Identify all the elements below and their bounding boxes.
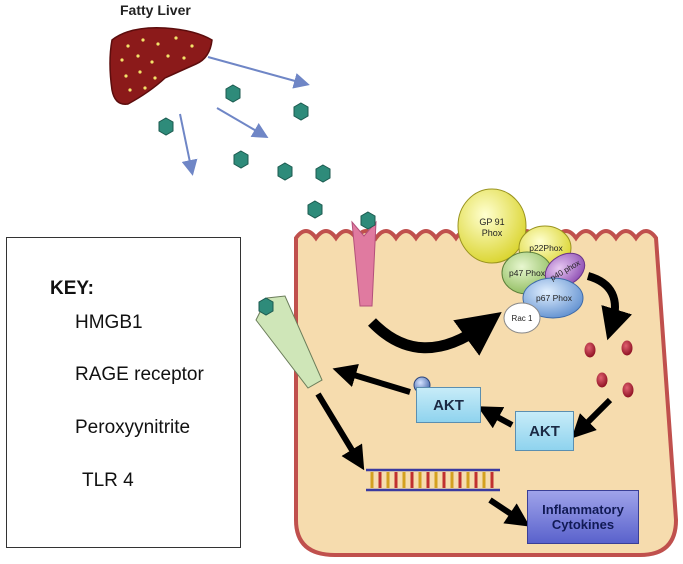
key-label-rage: RAGE receptor bbox=[75, 364, 204, 385]
rage-receptor-icon bbox=[351, 220, 377, 307]
peroxynitrite-icon bbox=[596, 372, 608, 388]
p67-label: p67 Phox bbox=[536, 293, 573, 303]
akt-box-right: AKT bbox=[515, 411, 574, 451]
key-heading: KEY: bbox=[50, 278, 94, 299]
key-label-peroxynitrite: Peroxyynitrite bbox=[75, 417, 191, 438]
akt-to-akt-arrow bbox=[477, 406, 514, 429]
gp91-label-line2: Phox bbox=[482, 228, 503, 238]
peroxynitrite-icon bbox=[621, 340, 633, 356]
nadph-to-peroxynitrite-arrow bbox=[586, 272, 632, 341]
hmgb1-hexagon-icon bbox=[360, 211, 376, 230]
nadph-oxidase-complex: GP 91 Phox p22Phox p47 Phox p40 phox p67… bbox=[457, 188, 586, 334]
hmgb1-hexagon-icon bbox=[225, 84, 241, 103]
peroxynitrite-icon bbox=[622, 382, 634, 398]
gp91-phox bbox=[457, 188, 527, 264]
rac1-label: Rac 1 bbox=[512, 314, 533, 323]
release-arrow-2 bbox=[216, 107, 269, 139]
dna-to-cytokines-arrow bbox=[488, 497, 530, 527]
peroxynitrite-to-akt-arrow bbox=[571, 397, 613, 439]
p47-label: p47 Phox bbox=[509, 268, 546, 278]
tlr4-to-dna-arrow bbox=[315, 392, 365, 471]
akt-to-tlr4-arrow bbox=[332, 363, 411, 395]
p67-phox bbox=[522, 277, 584, 319]
akt-box-left: AKT bbox=[416, 387, 481, 423]
cytokines-line2: Cytokines bbox=[551, 517, 615, 532]
hmgb1-hexagon-icon bbox=[315, 164, 331, 183]
key-label-hmgb1: HMGB1 bbox=[75, 312, 143, 333]
fatty-liver-icon bbox=[109, 27, 213, 105]
hmgb1-hexagon-icon bbox=[258, 297, 274, 316]
release-arrow-1 bbox=[207, 56, 310, 89]
gp91-label-line1: GP 91 bbox=[479, 217, 504, 227]
hmgb1-hexagon-icon bbox=[233, 150, 249, 169]
key-label-tlr4: TLR 4 bbox=[82, 470, 134, 491]
rac1 bbox=[503, 302, 541, 334]
key-legend bbox=[6, 237, 241, 548]
hmgb1-hexagon-icon bbox=[158, 117, 174, 136]
hmgb1-hexagon-icon bbox=[307, 200, 323, 219]
inflammatory-cytokines-box: Inflammatory Cytokines bbox=[527, 490, 639, 544]
page-title: Fatty Liver bbox=[120, 2, 191, 18]
peroxynitrite-icon bbox=[584, 342, 596, 358]
rage-to-nadph-arrow bbox=[368, 311, 502, 356]
hmgb1-hexagon-icon bbox=[277, 162, 293, 181]
release-arrow-3 bbox=[179, 113, 198, 176]
cytokines-line1: Inflammatory bbox=[542, 502, 624, 517]
p22-label: p22Phox bbox=[529, 243, 563, 253]
hmgb1-hexagon-icon bbox=[293, 102, 309, 121]
dna-strand-icon bbox=[366, 468, 500, 492]
